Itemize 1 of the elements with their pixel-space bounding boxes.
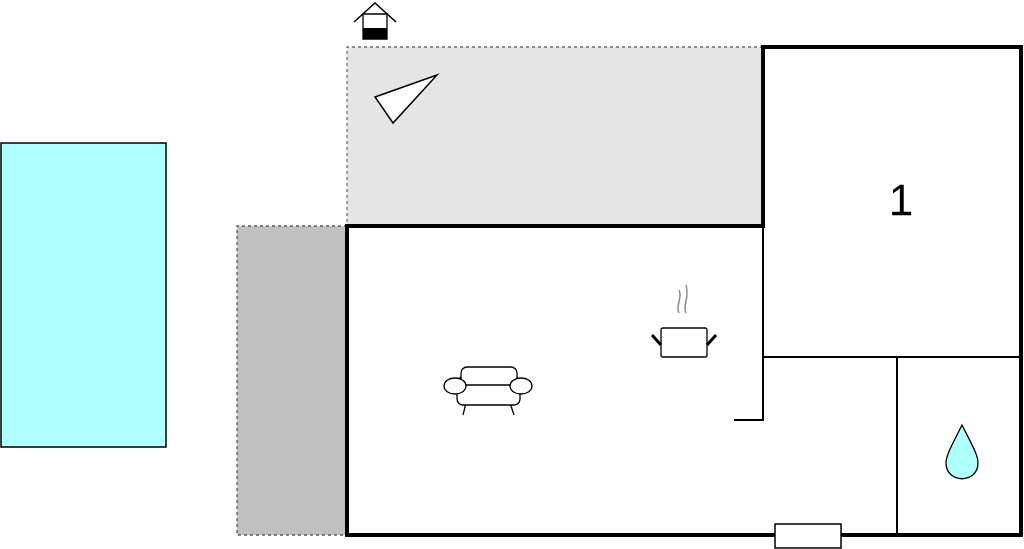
- room-number: 1: [892, 184, 912, 216]
